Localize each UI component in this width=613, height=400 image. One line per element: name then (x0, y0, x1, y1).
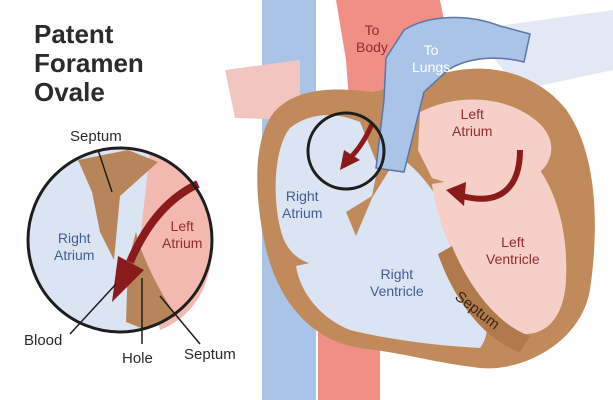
to-lungs-label: To Lungs (412, 42, 450, 76)
heart-right-ventricle-line-1: Right (370, 266, 424, 283)
inset-septum-top-label: Septum (70, 128, 122, 145)
to-body-line-2: Body (356, 39, 388, 56)
title-line-1: Patent (34, 20, 144, 49)
title-line-3: Ovale (34, 78, 144, 107)
inset-left-atrium-line-2: Atrium (162, 235, 202, 252)
heart-left-ventricle-line-1: Left (486, 234, 540, 251)
heart-right-ventricle-line-2: Ventricle (370, 283, 424, 300)
inset-hole-label: Hole (122, 350, 153, 367)
diagram-title: Patent Foramen Ovale (34, 20, 144, 107)
heart-left-ventricle-label: Left Ventricle (486, 234, 540, 268)
heart-left-atrium-line-2: Atrium (452, 123, 492, 140)
to-lungs-line-2: Lungs (412, 59, 450, 76)
to-lungs-line-1: To (412, 42, 450, 59)
inset-blood-label: Blood (24, 332, 62, 349)
heart-right-atrium-label: Right Atrium (282, 188, 322, 222)
inset-left-atrium-line-1: Left (162, 218, 202, 235)
inset-septum-bottom-label: Septum (184, 346, 236, 363)
title-line-2: Foramen (34, 49, 144, 78)
to-body-line-1: To (356, 22, 388, 39)
heart-right-atrium-line-1: Right (282, 188, 322, 205)
heart-left-ventricle-line-2: Ventricle (486, 251, 540, 268)
heart-right-atrium-line-2: Atrium (282, 205, 322, 222)
heart-left-atrium-line-1: Left (452, 106, 492, 123)
heart-left-atrium-label: Left Atrium (452, 106, 492, 140)
inset-right-atrium-line-1: Right (54, 230, 94, 247)
heart-right-ventricle-label: Right Ventricle (370, 266, 424, 300)
inset-right-atrium-line-2: Atrium (54, 247, 94, 264)
to-body-label: To Body (356, 22, 388, 56)
inset-right-atrium-label: Right Atrium (54, 230, 94, 264)
inset-left-atrium-label: Left Atrium (162, 218, 202, 252)
